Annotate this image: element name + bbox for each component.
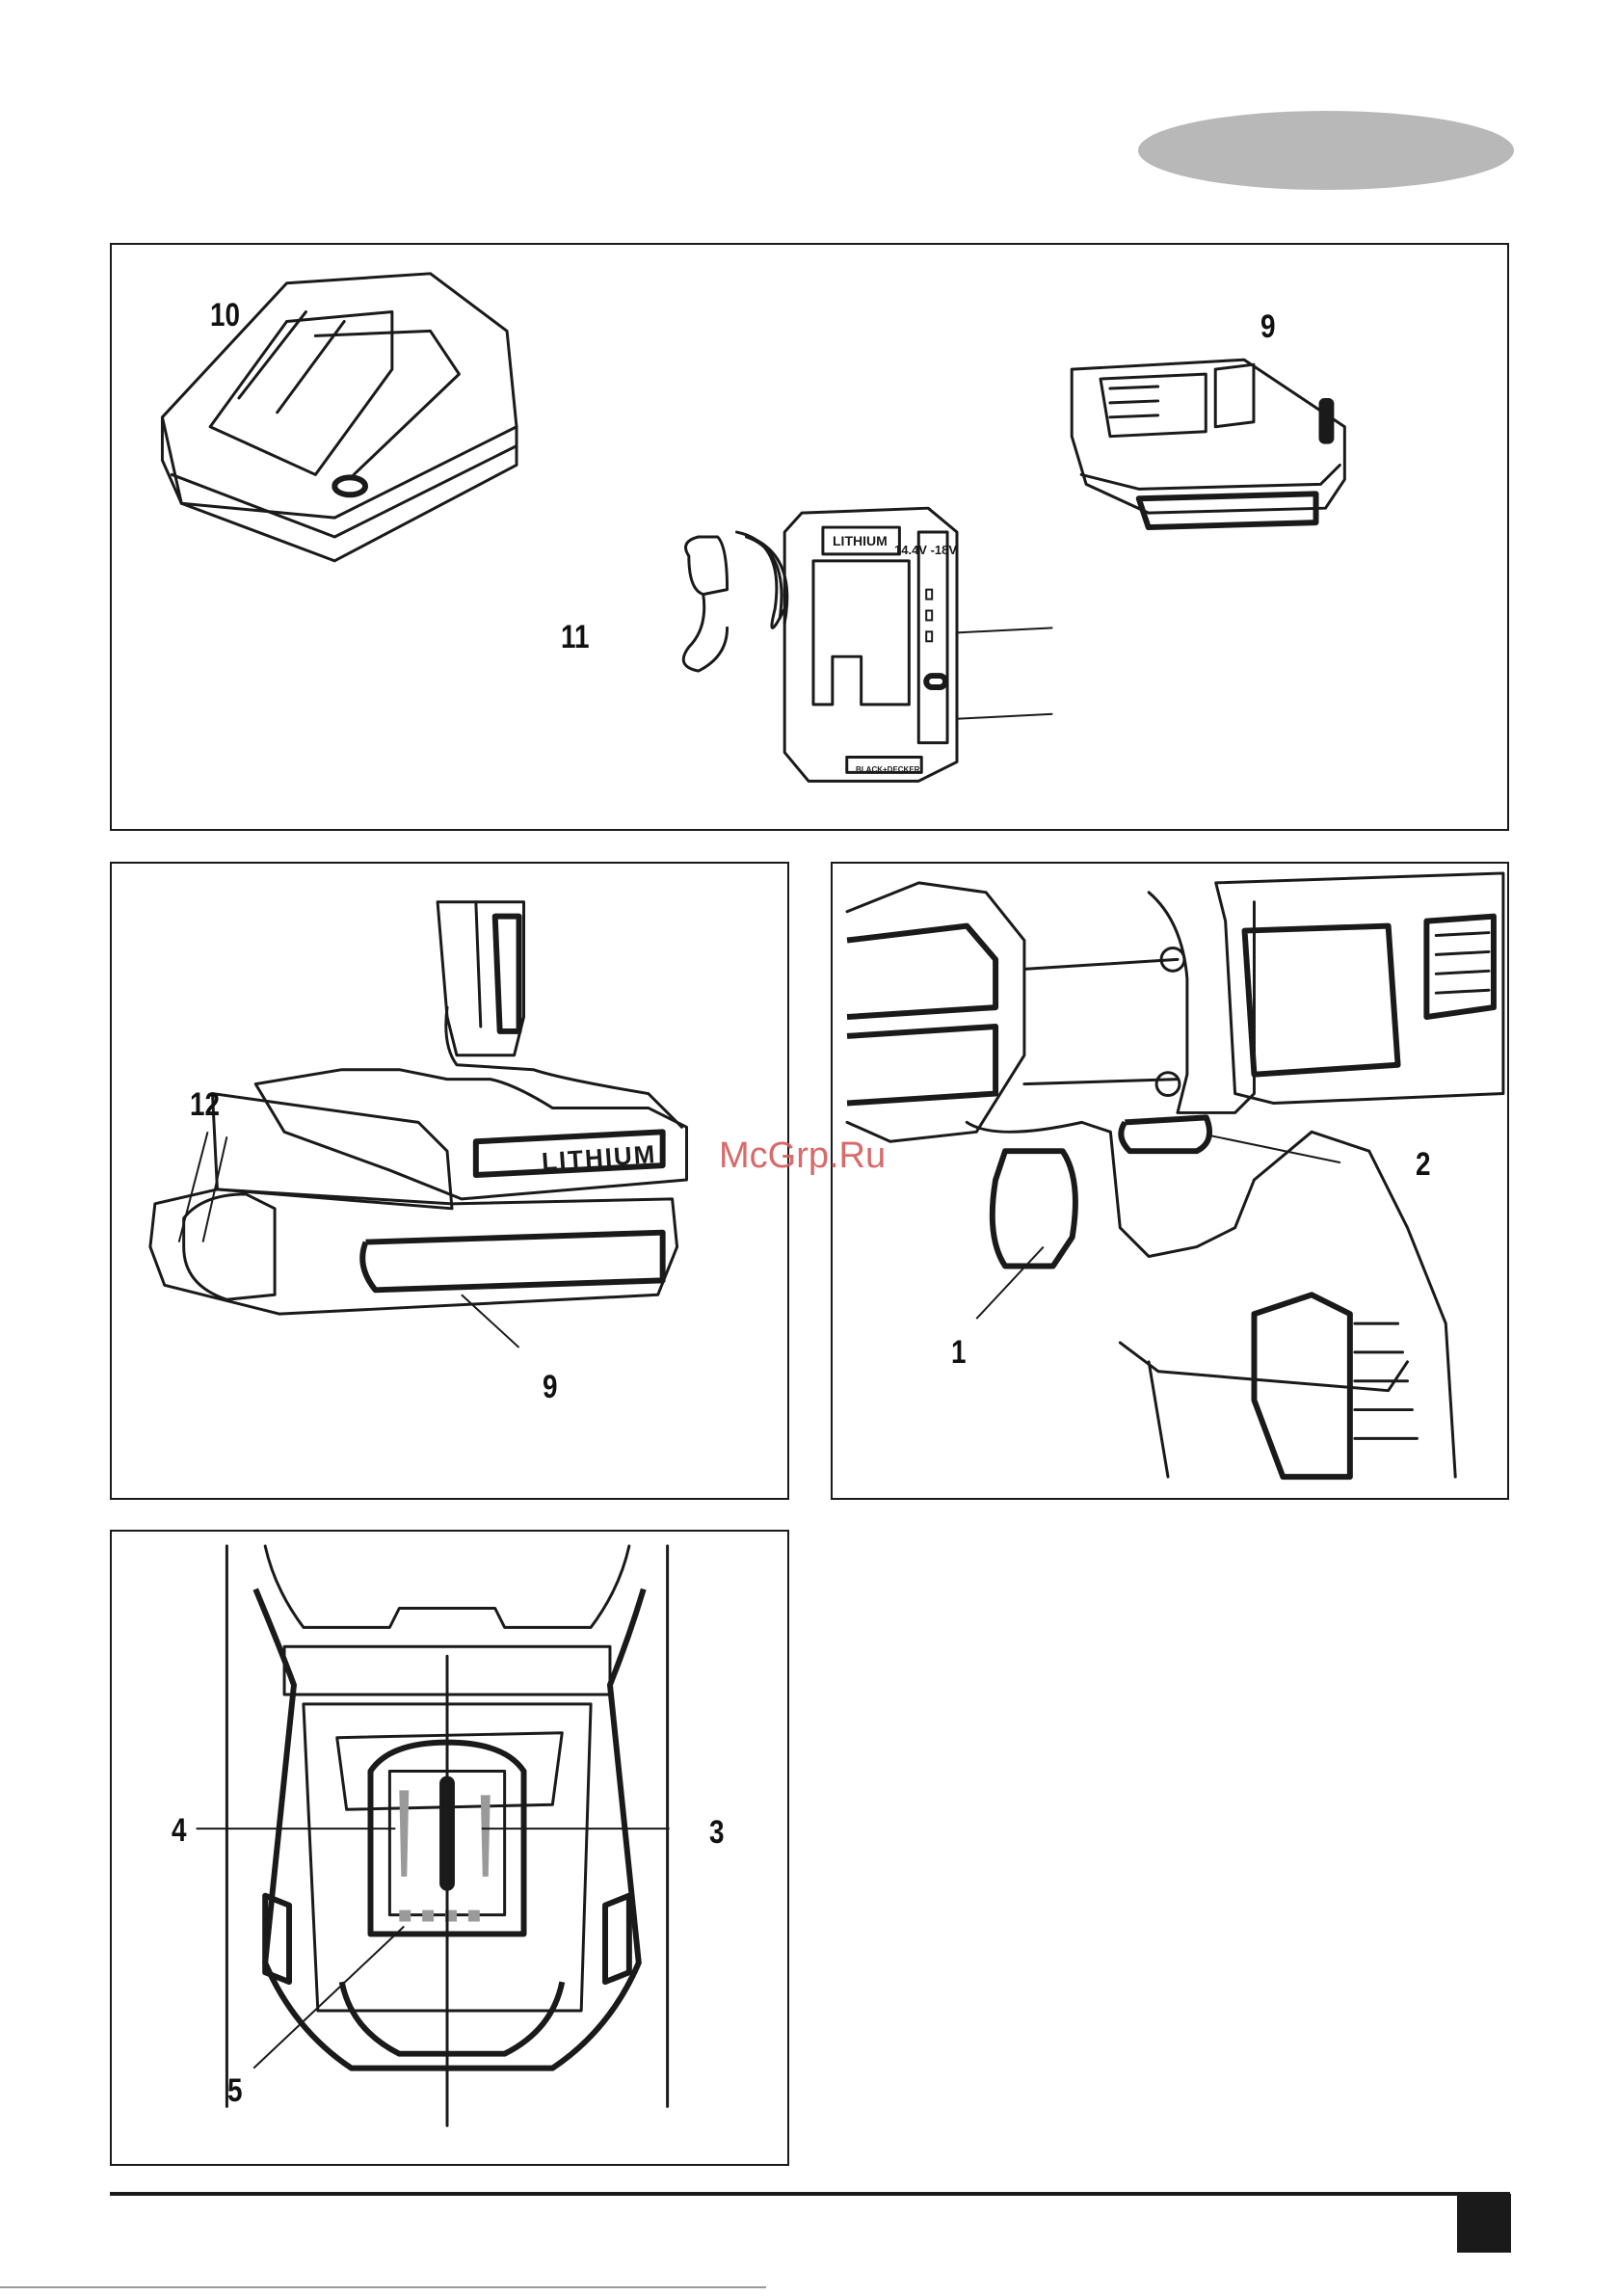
page-number-box [1457, 2194, 1511, 2253]
callout-5: 5 [227, 2074, 243, 2107]
compact-charger-drawing [683, 508, 1052, 781]
callout-2: 2 [1416, 1148, 1431, 1181]
drill-side-illustration [833, 864, 1507, 1498]
callout-9-fitting: 9 [543, 1371, 558, 1403]
battery-fitting-illustration [112, 864, 787, 1498]
bottom-divider [0, 2286, 766, 2288]
drill-top-illustration [112, 1532, 787, 2164]
battery-pack-drawing [1072, 360, 1344, 527]
figure-battery-fitting: 12 9 LITHIUM [110, 862, 789, 1500]
callout-12: 12 [190, 1088, 220, 1121]
figure-charger-battery: 10 11 9 LITHIUM 14.4V -18V BLACK+DECKER [110, 243, 1509, 831]
figure-drill-top: 4 3 5 [110, 1530, 789, 2166]
charger-voltage-label: 14.4V -18V [894, 544, 962, 557]
charger-battery-illustration [112, 245, 1507, 829]
charger-brand-label: BLACK+DECKER [856, 765, 919, 774]
callout-1: 1 [951, 1336, 967, 1369]
callout-4: 4 [172, 1814, 187, 1847]
callout-9: 9 [1260, 310, 1276, 343]
callout-10: 10 [210, 299, 240, 332]
figure-drill-side: 2 1 [831, 862, 1509, 1500]
footer-rule [110, 2192, 1510, 2196]
watermark-text: McGrp.Ru [719, 1135, 886, 1177]
language-tab-pill [1138, 111, 1514, 190]
callout-3: 3 [709, 1816, 725, 1849]
callout-11: 11 [561, 621, 589, 654]
charger-lithium-label: LITHIUM [833, 533, 888, 548]
